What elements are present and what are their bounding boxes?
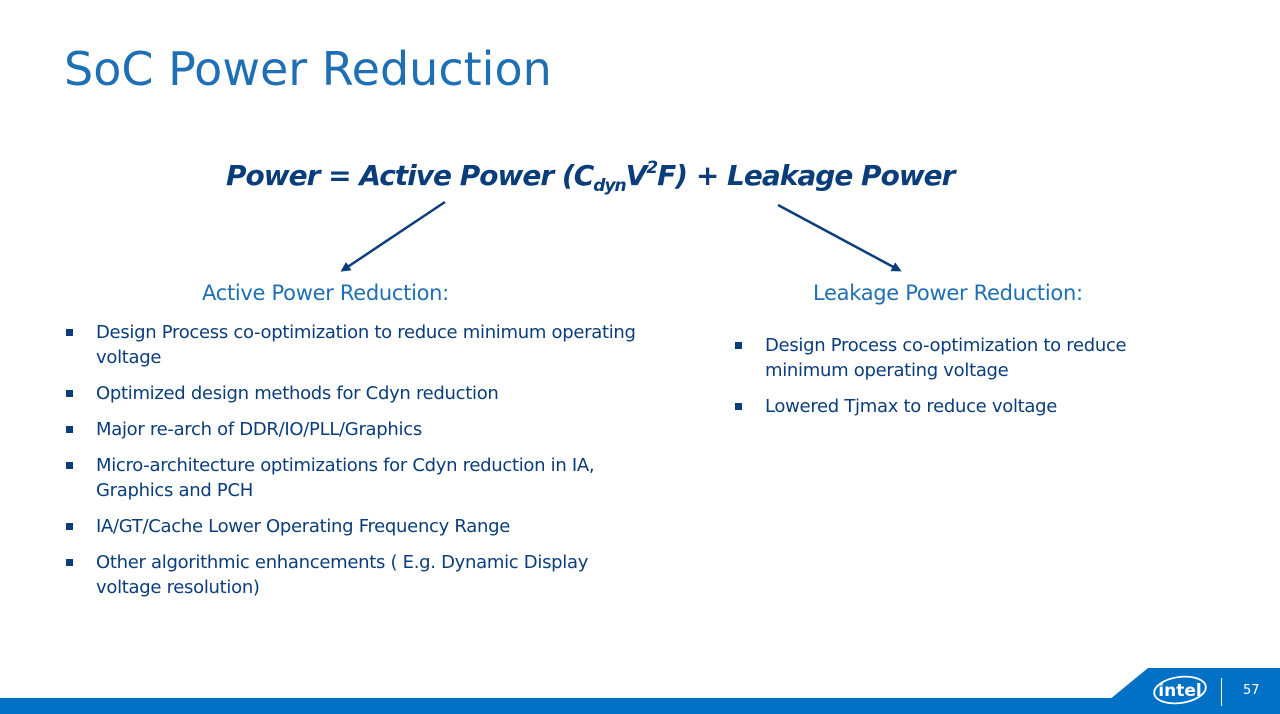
footer-bar (0, 698, 1280, 714)
list-item: Design Process co-optimization to reduce… (64, 320, 644, 370)
list-item: Design Process co-optimization to reduce… (733, 333, 1213, 383)
intel-logo-icon: intel (1153, 675, 1207, 705)
bullet-square-icon (66, 462, 73, 469)
list-item: Other algorithmic enhancements ( E.g. Dy… (64, 550, 644, 600)
bullet-square-icon (66, 559, 73, 566)
bullet-square-icon (735, 342, 742, 349)
arrow-to-active (340, 200, 446, 272)
formula-suffix: F) + Leakage Power (657, 159, 955, 192)
leakage-power-list: Design Process co-optimization to reduce… (733, 333, 1213, 430)
bullet-square-icon (66, 426, 73, 433)
list-item: Optimized design methods for Cdyn reduct… (64, 381, 644, 406)
arrow-to-leakage (777, 203, 902, 272)
bullet-square-icon (735, 403, 742, 410)
leakage-power-heading: Leakage Power Reduction: (813, 281, 1083, 305)
formula-subscript: dyn (593, 176, 626, 196)
formula-superscript: 2 (646, 158, 658, 178)
active-power-list: Design Process co-optimization to reduce… (64, 320, 644, 611)
bullet-square-icon (66, 390, 73, 397)
bullet-square-icon (66, 329, 73, 336)
svg-text:intel: intel (1158, 681, 1201, 701)
footer-divider (1221, 678, 1222, 706)
formula-v: V (625, 159, 648, 192)
power-formula: Power = Active Power (CdynV2F) + Leakage… (226, 158, 955, 196)
list-item: Lowered Tjmax to reduce voltage (733, 394, 1213, 419)
list-item: Major re-arch of DDR/IO/PLL/Graphics (64, 417, 644, 442)
active-power-heading: Active Power Reduction: (202, 281, 449, 305)
page-number: 57 (1243, 683, 1260, 698)
list-item: Micro-architecture optimizations for Cdy… (64, 453, 644, 503)
bullet-square-icon (66, 523, 73, 530)
slide-title: SoC Power Reduction (64, 42, 552, 96)
list-item: IA/GT/Cache Lower Operating Frequency Ra… (64, 514, 644, 539)
formula-prefix: Power = Active Power (C (226, 159, 594, 192)
